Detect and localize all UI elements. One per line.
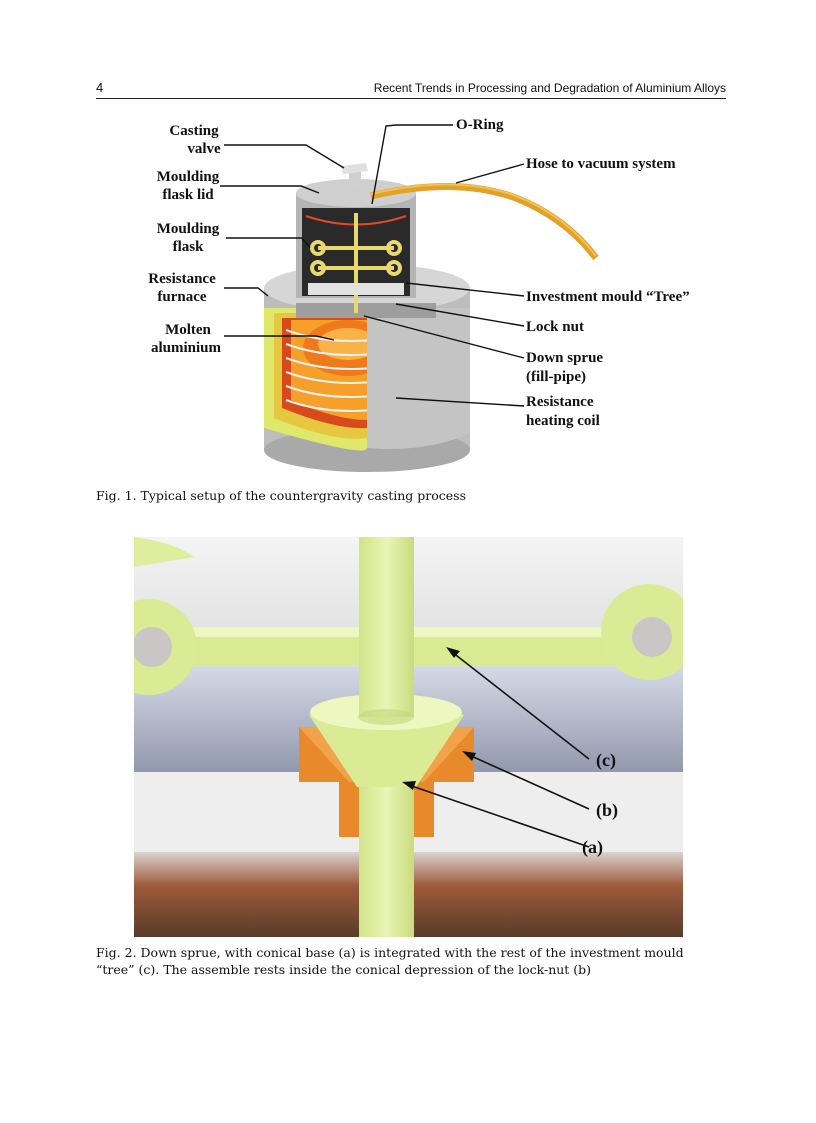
label-casting-valve-1: Casting [169,123,219,139]
figure-1-diagram: Casting valve Moulding flask lid Mouldin… [96,108,736,480]
label-flask-lid-1: Moulding [157,169,220,185]
label-lock-nut: Lock nut [526,319,584,335]
page-header: 4 Recent Trends in Processing and Degrad… [96,80,726,99]
label-molten-1: Molten [165,322,211,338]
label-furnace-2: furnace [157,289,206,305]
label-flask-1: Moulding [157,221,220,237]
mould-ring-left [134,599,197,695]
mould-ring-right [601,584,683,680]
figure-1-caption: Fig. 1. Typical setup of the countergrav… [96,488,466,503]
label-tree: Investment mould “Tree” [526,289,690,305]
label-casting-valve-2: valve [187,141,221,157]
casting-valve [341,163,368,186]
figure-2-caption-line-2: “tree” (c). The assemble rests inside th… [96,962,592,977]
moulding-flask [296,179,416,313]
down-sprue-render: (c) (b) (a) [134,537,683,937]
label-down-sprue-1: Down sprue [526,350,603,366]
label-furnace-1: Resistance [148,271,216,287]
label-flask-2: flask [173,239,205,255]
figure-2-render: (c) (b) (a) [134,537,683,937]
label-c: (c) [596,750,616,771]
label-coil-1: Resistance [526,394,594,410]
investment-mould-tree [310,213,402,313]
label-b: (b) [596,800,618,821]
label-a: (a) [582,837,603,858]
label-flask-lid-2: flask lid [162,187,214,203]
label-hose: Hose to vacuum system [526,156,676,172]
label-o-ring: O-Ring [456,117,504,133]
label-molten-2: aluminium [151,340,222,356]
page-number: 4 [96,80,104,95]
label-down-sprue-2: (fill-pipe) [526,369,586,385]
figure-2-caption-line-1: Fig. 2. Down sprue, with conical base (a… [96,945,684,960]
label-coil-2: heating coil [526,413,600,429]
vacuum-hose [370,182,599,261]
figure-2-caption: Fig. 2. Down sprue, with conical base (a… [96,944,736,978]
moulding-flask-lid [296,179,416,207]
running-title: Recent Trends in Processing and Degradat… [373,81,726,95]
countergravity-setup-illustration: Casting valve Moulding flask lid Mouldin… [148,117,690,472]
